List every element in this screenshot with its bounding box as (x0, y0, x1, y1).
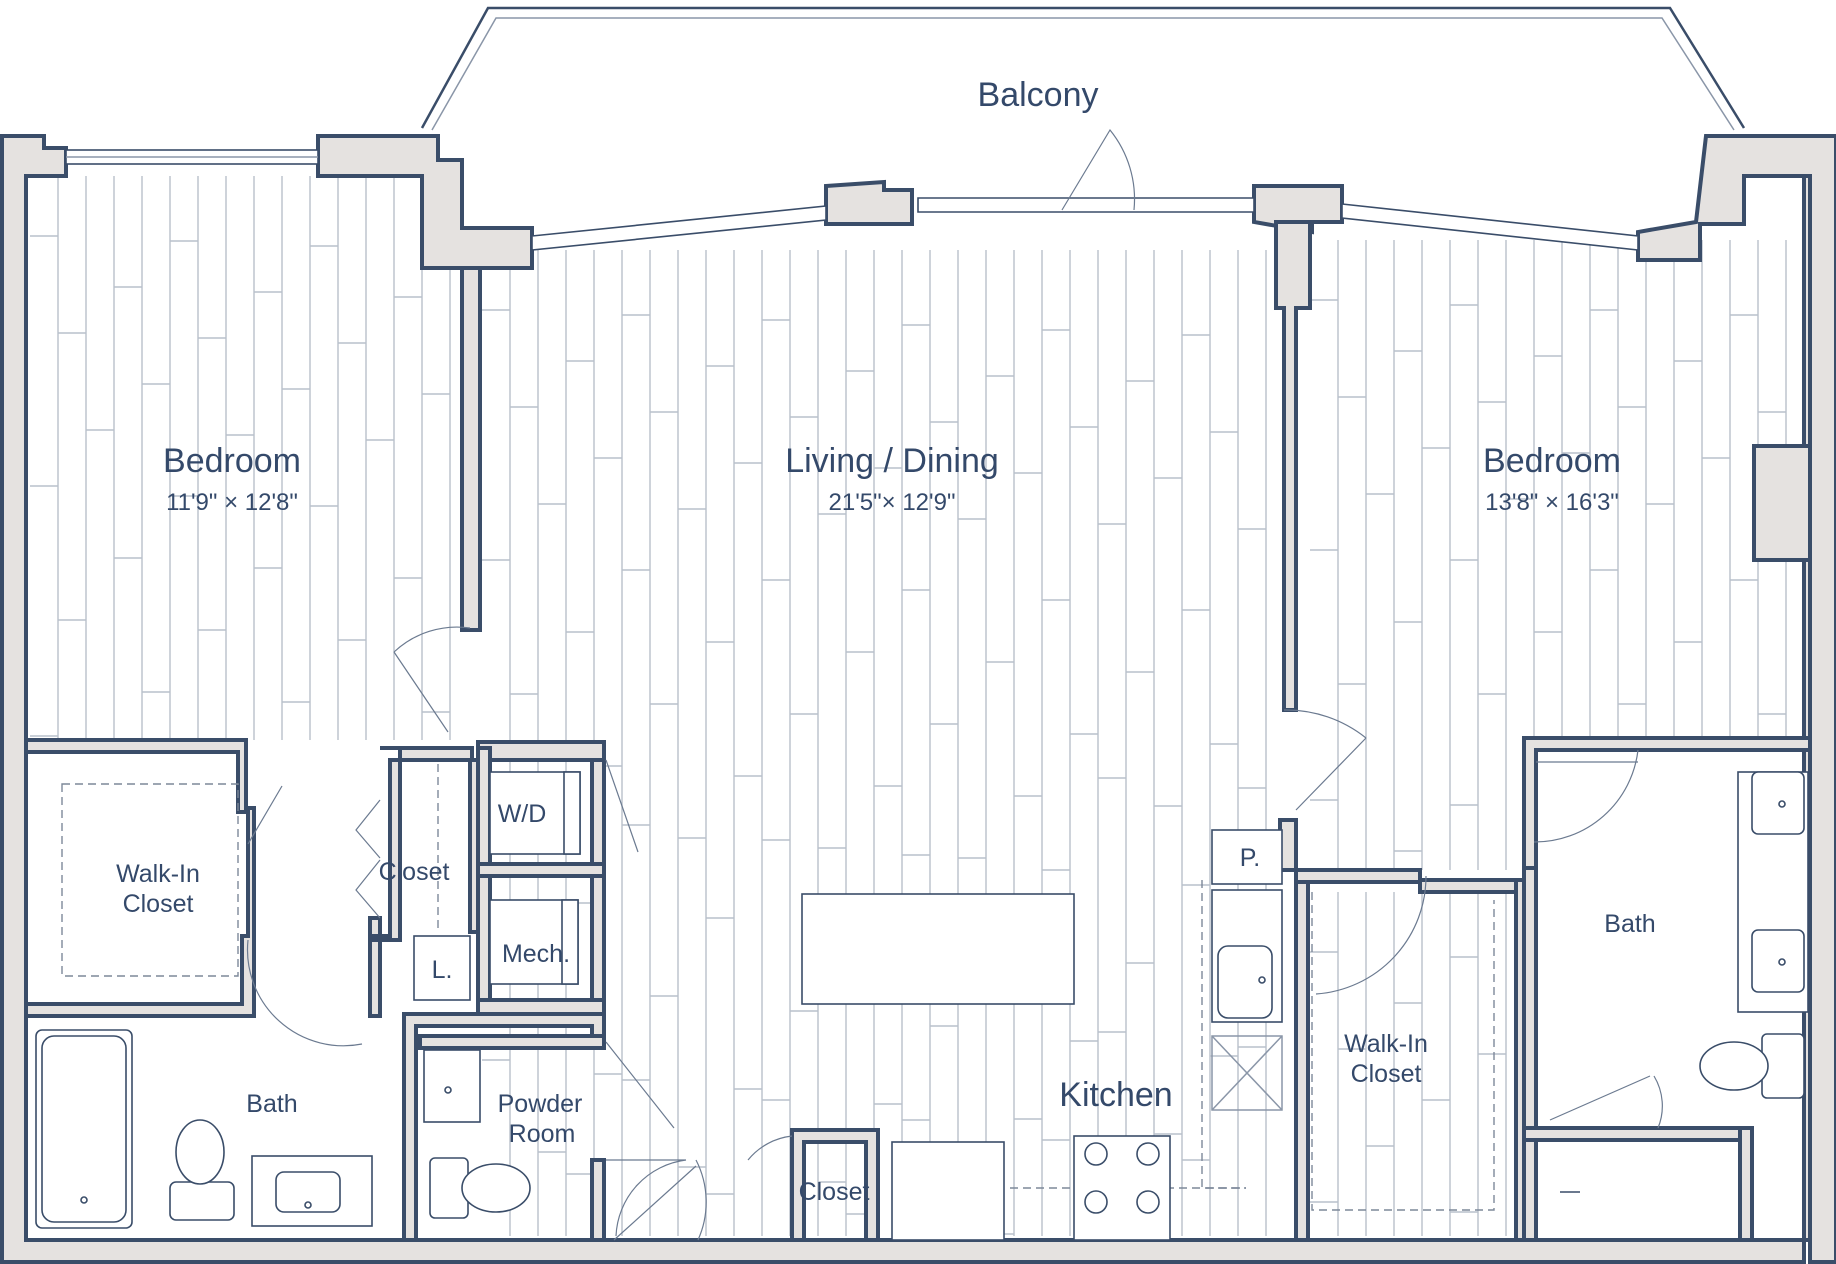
bedroom-left-title: Bedroom (163, 442, 301, 480)
doors (246, 128, 1663, 1241)
toilet-left (169, 1119, 235, 1221)
powder-room-line1: Powder (498, 1090, 583, 1118)
toilet-right (1699, 1033, 1805, 1099)
balcony-railing (420, 6, 1746, 131)
living-dining-title: Living / Dining (785, 442, 999, 480)
mech-label: Mech. (502, 940, 570, 968)
walk-in-closet-right-line1: Walk-In (1344, 1030, 1428, 1058)
walk-in-closet-left-line1: Walk-In (116, 860, 200, 888)
bedroom-left-dims: 11'9" × 12'8" (166, 489, 298, 516)
walk-in-closet-left-line2: Closet (123, 890, 194, 918)
bath-left-label: Bath (246, 1090, 297, 1118)
powder-room-line2: Room (509, 1120, 576, 1148)
wd-label: W/D (498, 800, 547, 828)
living-dining-dims: 21'5"× 12'9" (829, 489, 956, 516)
kitchen-label: Kitchen (1059, 1076, 1172, 1114)
bedroom-right-dims: 13'8" × 16'3" (1485, 489, 1619, 516)
closet-bottom-label: Closet (799, 1178, 870, 1206)
pantry-label: P. (1240, 844, 1260, 872)
bedroom-right-title: Bedroom (1483, 442, 1621, 480)
linen-label: L. (432, 956, 453, 984)
balcony-label: Balcony (978, 76, 1099, 114)
windows (65, 149, 1639, 251)
closet-mid-label: Closet (379, 858, 450, 886)
kitchen-island (801, 893, 1075, 1005)
interior-walls (24, 266, 1812, 1242)
exterior-walls (0, 134, 1836, 1264)
bath-right-label: Bath (1604, 910, 1655, 938)
walk-in-closet-right-line2: Closet (1351, 1060, 1422, 1088)
room-labels: Balcony Bedroom 11'9" × 12'8" Living / D… (116, 76, 1656, 1206)
fixtures (35, 771, 1809, 1241)
toilet-powder (429, 1157, 531, 1219)
